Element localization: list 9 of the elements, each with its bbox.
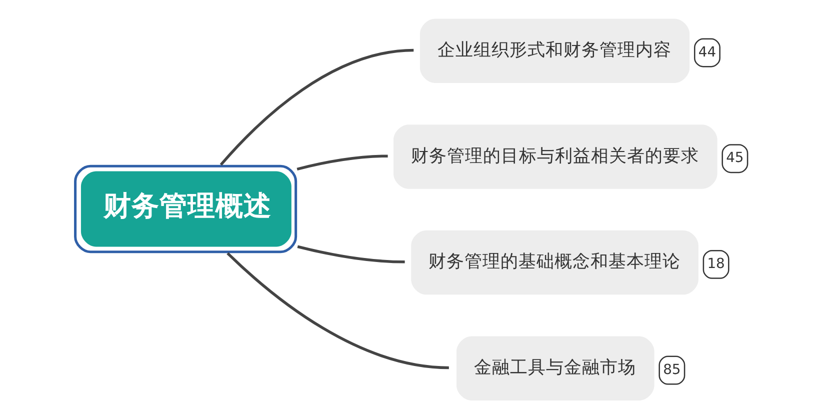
node-label: 45	[726, 150, 744, 166]
node-box: 财务管理概述	[74, 164, 298, 254]
node-label: 44	[698, 44, 716, 60]
connector	[220, 48, 414, 166]
connector	[297, 245, 405, 264]
connector	[296, 154, 388, 170]
node-label: 18	[707, 256, 725, 272]
node-label: 85	[663, 362, 681, 378]
connector	[226, 252, 449, 370]
